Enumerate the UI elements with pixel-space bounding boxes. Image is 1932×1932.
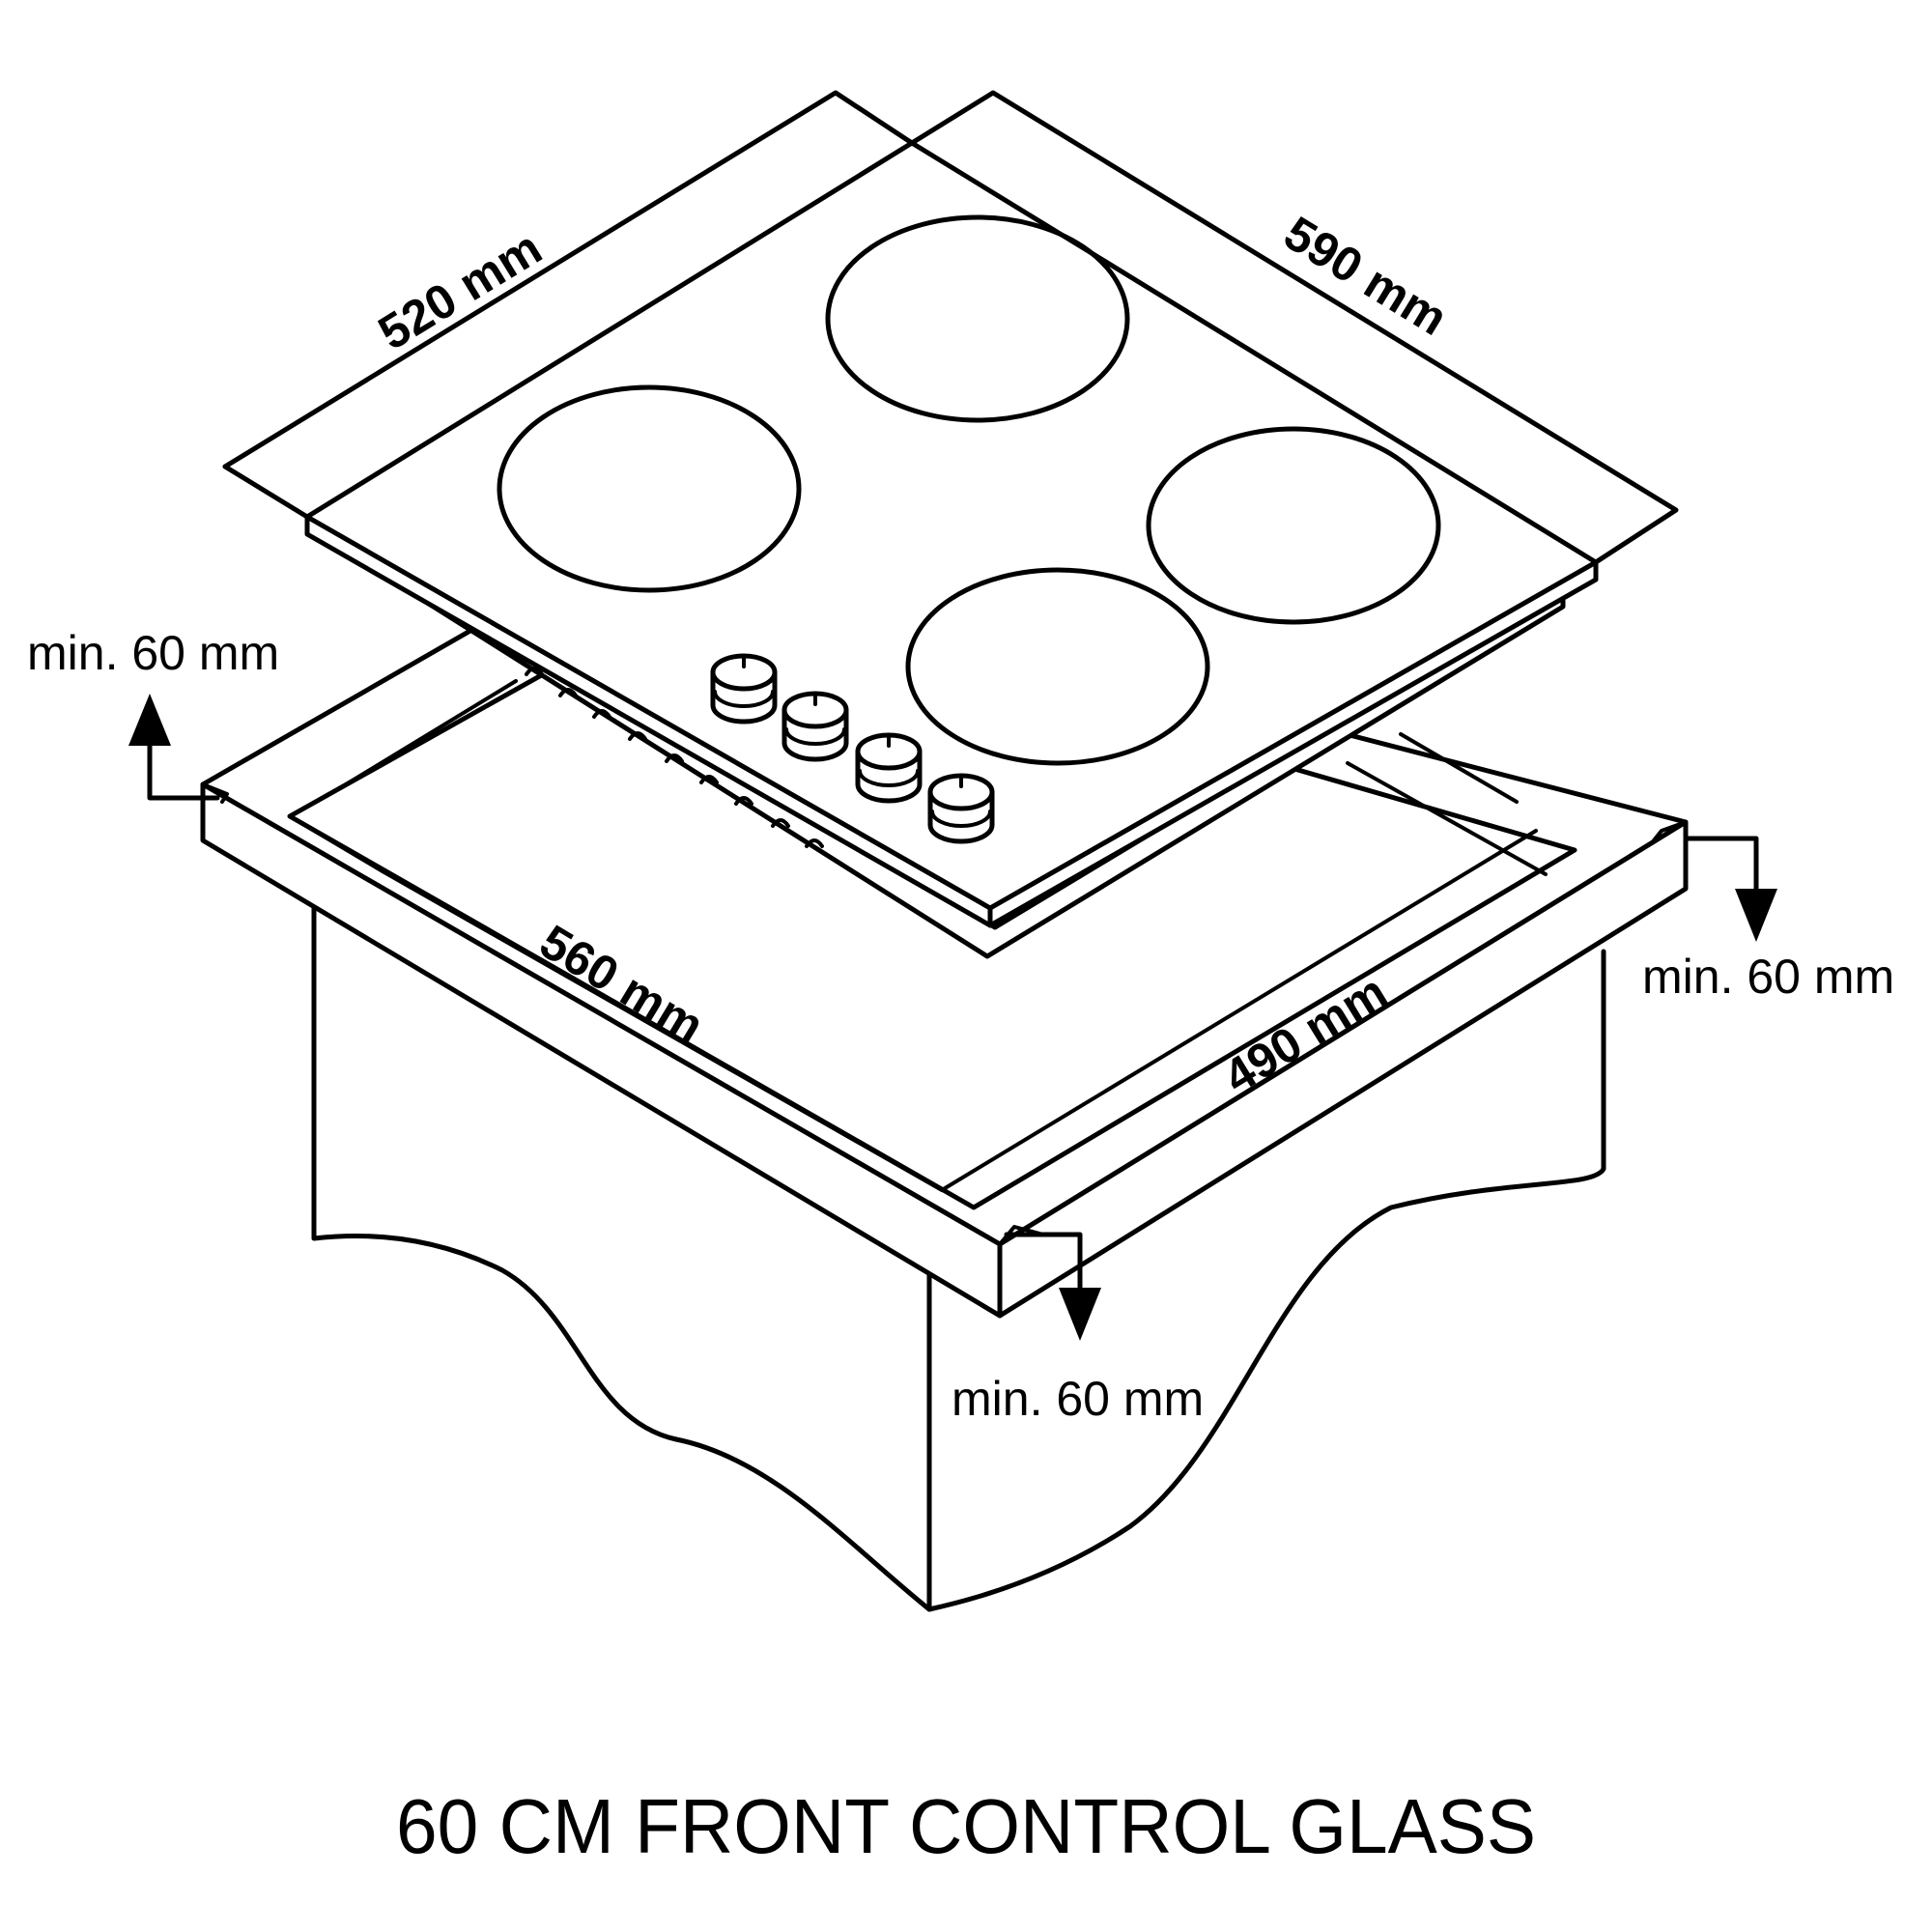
cutout-edge-back-right xyxy=(1346,761,1548,876)
cabinet-right-panel xyxy=(926,949,1606,1612)
clearance-left-label: min. 60 mm xyxy=(27,626,279,680)
cabinet xyxy=(311,905,1606,1612)
clearance-front-arrow xyxy=(1004,1232,1101,1341)
cutout-edge-left xyxy=(288,814,384,873)
hob-clips xyxy=(525,667,824,848)
countertop-bevel-left xyxy=(201,782,229,804)
hob xyxy=(304,140,1599,959)
dim-label-590: 590 mm xyxy=(1275,206,1457,346)
dim-extension-left xyxy=(222,464,310,520)
cutout-edge-right xyxy=(1399,732,1519,804)
cooking-zone-left xyxy=(497,384,802,593)
clearance-right-label: min. 60 mm xyxy=(1642,950,1894,1004)
cabinet-left-panel xyxy=(311,905,932,1612)
cutout-edge-front xyxy=(940,829,1538,1192)
clearance-front-label: min. 60 mm xyxy=(952,1372,1204,1426)
dim-label-520: 520 mm xyxy=(369,220,551,360)
countertop-bevel-right xyxy=(1652,820,1688,842)
hob-dimension-lines xyxy=(222,90,1679,565)
cooking-zone-right xyxy=(1146,426,1441,625)
control-knob-3 xyxy=(855,732,923,804)
cooking-zone-back xyxy=(825,214,1130,423)
countertop xyxy=(200,543,1689,1319)
clearance-right-arrow xyxy=(1683,836,1777,942)
countertop-bevel-front xyxy=(998,1225,1045,1246)
control-knob-1 xyxy=(710,653,778,724)
countertop-right-face xyxy=(997,819,1689,1319)
dim-line-590 xyxy=(909,90,1679,565)
diagram-caption: 60 CM FRONT CONTROL GLASS xyxy=(396,1783,1536,1869)
cutout-edge-back-left xyxy=(331,679,518,794)
cutout-edge-front-left xyxy=(381,869,944,1192)
cooking-zone-front xyxy=(905,567,1210,766)
dim-line-520 xyxy=(222,90,915,469)
control-knob-2 xyxy=(781,691,849,762)
clearance-left-arrow xyxy=(128,694,220,801)
control-knob-4 xyxy=(927,773,995,844)
